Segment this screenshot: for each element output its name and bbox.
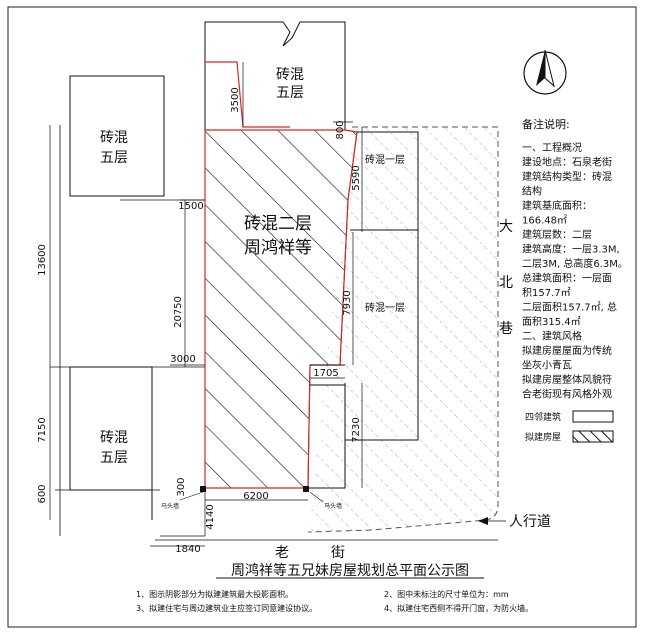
left-lower-label: 砖混: [100, 430, 128, 446]
dim-7930: 7930: [342, 290, 353, 315]
dim-13600: 13600: [37, 244, 48, 276]
markers: 马头墙 马头墙: [161, 502, 342, 510]
notes-line: 建设地点：石泉老街: [522, 156, 612, 169]
dim-7150: 7150: [37, 417, 48, 442]
left-lower-neighbor: [69, 366, 153, 491]
right-lower-label: 砖混一层: [365, 301, 405, 314]
dimension-labels: 3500 800 5590 1500 13600 20750 7930 3000…: [37, 87, 362, 555]
proposed-label: 砖混二层: [244, 214, 312, 234]
notes-line: 积157.7㎡: [522, 287, 571, 299]
top-neighbor-label-2: 五层: [276, 85, 304, 101]
footnote-2: 2、图中未标注的尺寸单位为：mm: [384, 589, 509, 599]
top-neighbor-label: 砖混: [276, 67, 304, 83]
dimension-lines: [49, 62, 363, 547]
street-labels: 老 街 大 北 巷 人行道: [275, 219, 551, 561]
north-arrow-icon: [523, 49, 567, 95]
dim-6200: 6200: [243, 491, 268, 502]
proposed-label-2: 周鸿祥等: [244, 238, 312, 258]
notes-line: 结构: [522, 185, 542, 198]
notes-line: 建筑高度：一层3.3M,: [522, 243, 620, 256]
street-bottom-2: 街: [331, 545, 345, 561]
notes-line: 二层3M, 总高度6.3M。: [522, 257, 628, 270]
notes-line: 二、建筑风格: [522, 330, 582, 343]
notes-line: 总建筑面积：一层面: [522, 272, 612, 285]
right-marker-label: 马头墙: [324, 502, 342, 510]
dim-5590: 5590: [351, 165, 362, 190]
dim-1500: 1500: [178, 201, 203, 212]
right-lower-neighbor: [344, 229, 419, 441]
dim-20750: 20750: [173, 296, 184, 328]
left-marker-label: 马头墙: [161, 502, 179, 510]
dim-800: 800: [335, 120, 346, 139]
notes-line: 二层面积157.7㎡, 总: [522, 301, 617, 314]
street-right-2: 北: [499, 275, 513, 291]
street-bottom-1: 老: [275, 545, 289, 561]
notes-heading: 备注说明:: [522, 117, 570, 131]
notes-line: 拟建房屋屋面为传统: [522, 344, 612, 357]
building-labels: 砖混 五层 砖混 五层 砖混 五层 砖混二层 周鸿祥等 砖混一层 砖混一层: [100, 67, 405, 466]
legend-label-proposed: 拟建房屋: [525, 431, 561, 443]
footnote-4: 4、拟建住宅西侧不得开门窗，为防火墙。: [384, 603, 533, 613]
left-upper-label-2: 五层: [100, 150, 128, 166]
notes-line: 一、工程概况: [522, 141, 582, 154]
proposed-rear-red-outline: [205, 61, 290, 128]
drawing-title: 周鸿祥等五兄妹房屋规划总平面公示图: [231, 562, 469, 579]
footnote-3: 3、拟建住宅与周边建筑业主应签订同意建设协议。: [136, 603, 317, 613]
footnote-1: 1、图示阴影部分为拟建建筑最大投影面积。: [136, 589, 293, 599]
left-lower-label-2: 五层: [100, 450, 128, 466]
notes-line: 建筑层数：二层: [522, 228, 592, 241]
top-neighbor-building: [204, 21, 346, 130]
notes-line: 建筑基底面积：: [522, 199, 592, 212]
dim-1705: 1705: [313, 368, 338, 379]
right-upper-label: 砖混一层: [365, 153, 405, 166]
sheet-frame: [7, 6, 637, 628]
legend-swatch-proposed: [572, 430, 614, 443]
notes-line: 坐灰小青瓦: [522, 359, 572, 372]
left-firewall-marker: [200, 486, 206, 492]
dim-1840: 1840: [175, 544, 200, 555]
left-upper-label: 砖混: [100, 130, 128, 146]
sidewalk-label: 人行道: [509, 514, 551, 530]
left-upper-neighbor: [69, 75, 165, 197]
legend: 四邻建筑 拟建房屋: [525, 411, 561, 443]
dim-7230: 7230: [351, 417, 362, 442]
notes-line: 面积315.4㎡: [522, 316, 581, 328]
notes-line: 拟建房屋整体风貌符: [522, 373, 612, 386]
dim-3000: 3000: [170, 354, 195, 365]
dim-4140: 4140: [205, 504, 216, 529]
notes-line: 合老街现有风格外观: [522, 388, 612, 401]
notes-line: 166.48㎡: [522, 215, 567, 227]
lower-right-lot: [308, 384, 346, 489]
legend-swatch-neighbor: [572, 410, 614, 423]
footnotes: 1、图示阴影部分为拟建建筑最大投影面积。 2、图中未标注的尺寸单位为：mm 3、…: [136, 589, 533, 613]
street-right-3: 巷: [499, 321, 513, 337]
notes-line: 建筑结构类型：砖混: [522, 170, 612, 183]
dim-300: 300: [176, 477, 187, 496]
street-right-1: 大: [499, 219, 513, 235]
legend-label-neighbor: 四邻建筑: [525, 411, 561, 423]
right-firewall-marker: [303, 486, 309, 492]
dim-600: 600: [37, 484, 48, 503]
dim-3500: 3500: [230, 87, 241, 112]
